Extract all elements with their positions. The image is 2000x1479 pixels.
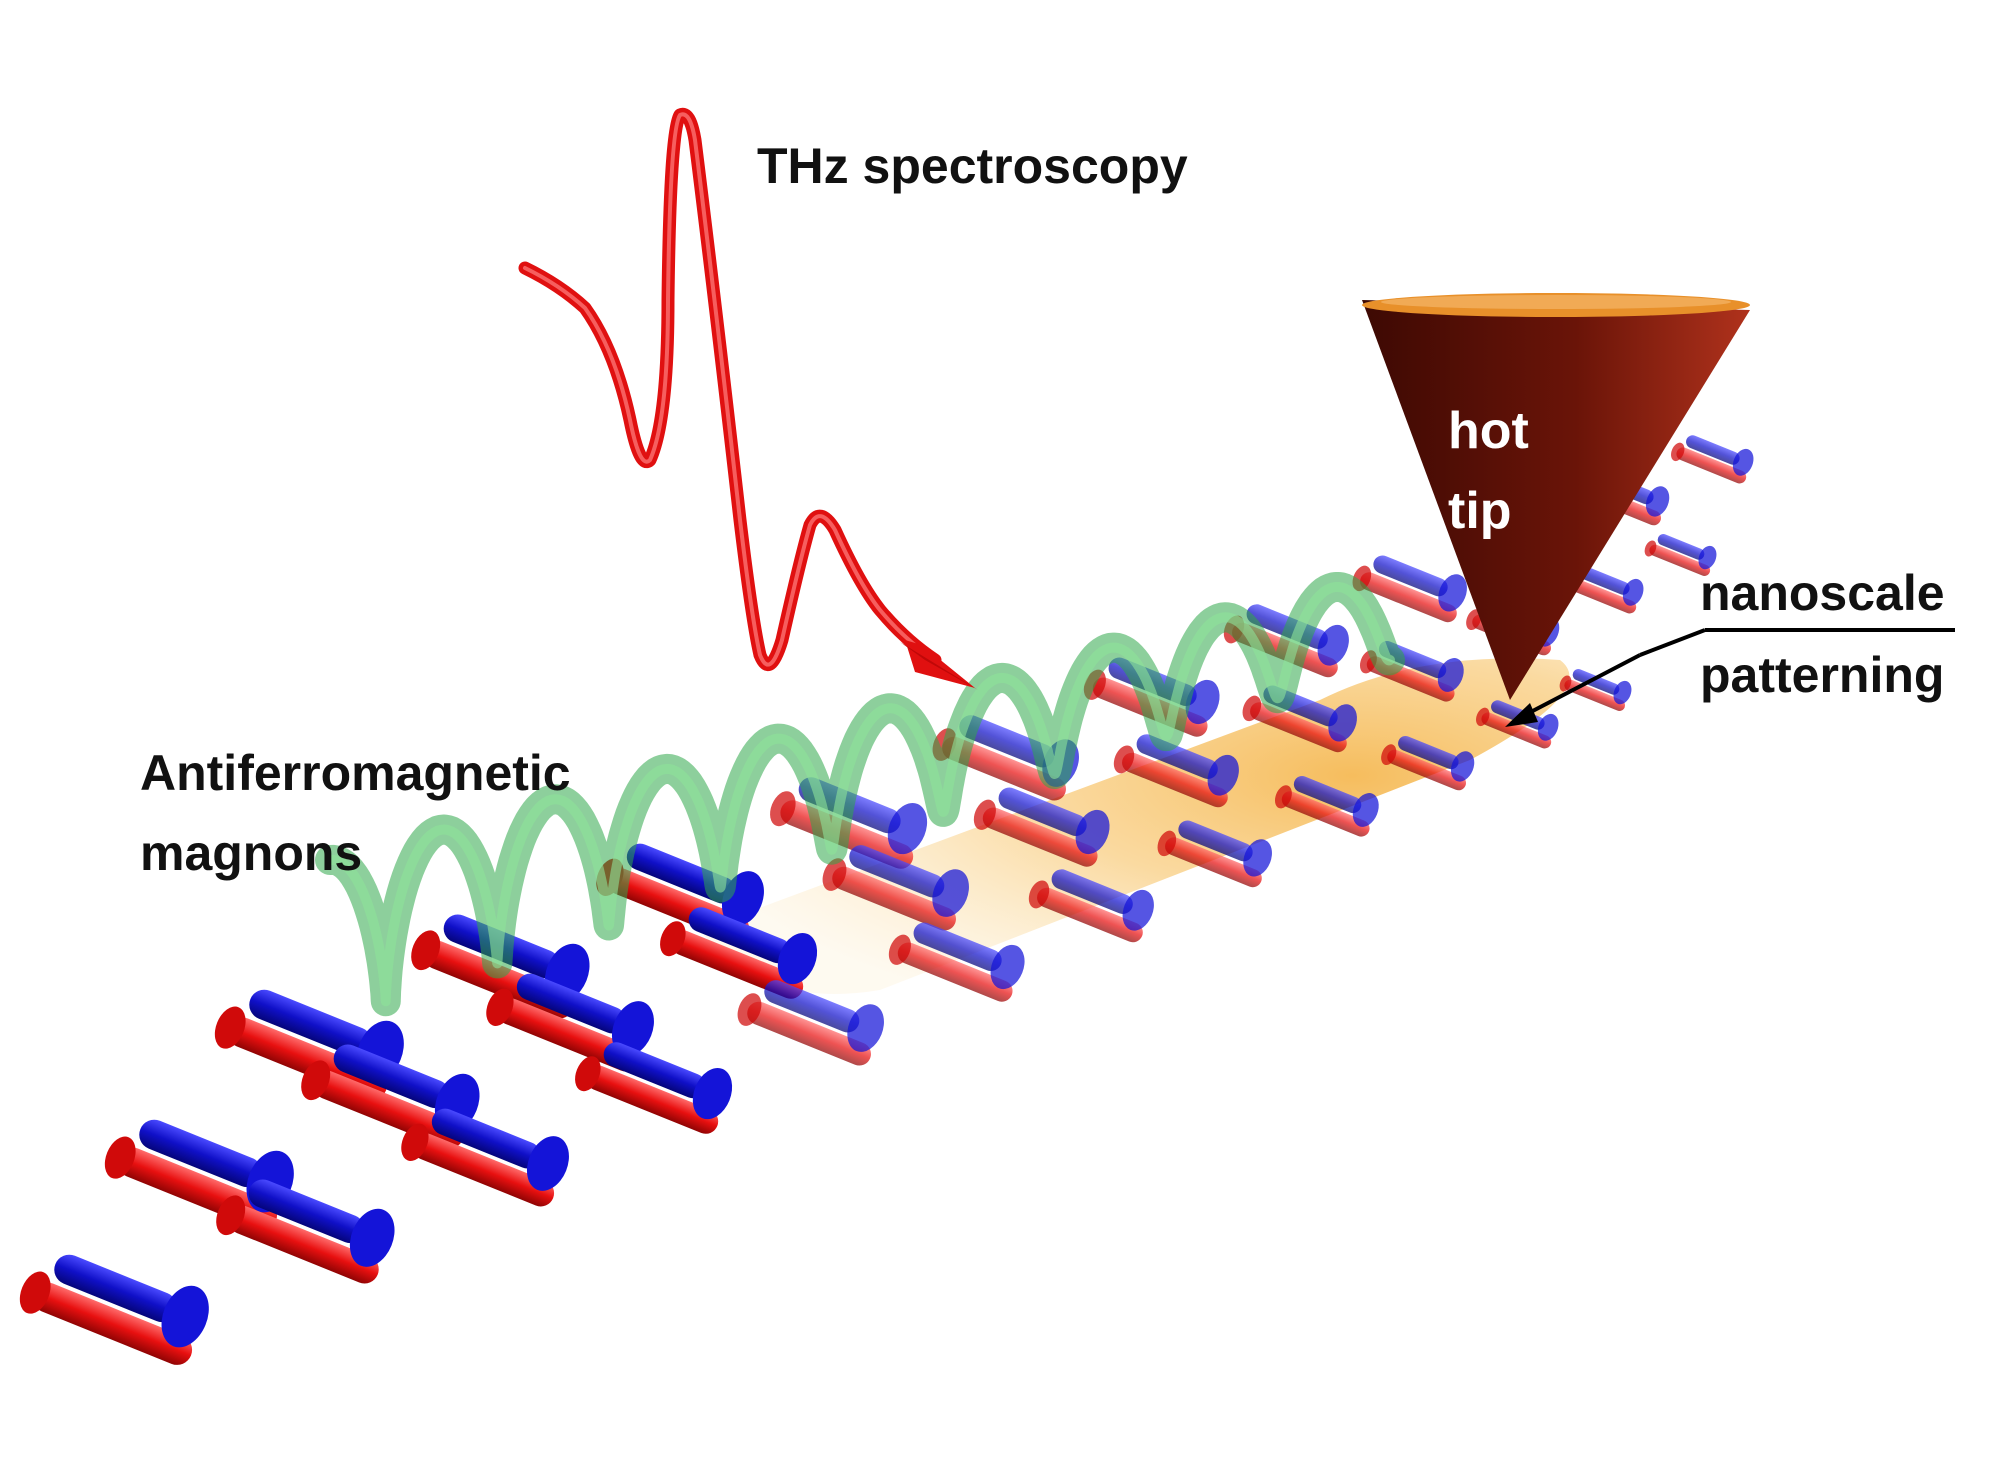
spin-pair-icon	[1644, 534, 1717, 576]
patterning-label-line1: nanoscale	[1700, 565, 1945, 621]
spin-pair-icon	[401, 1108, 569, 1207]
hot-tip-icon	[1362, 293, 1750, 700]
magnon-label-line2: magnons	[140, 825, 362, 881]
spin-pair-icon	[888, 922, 1025, 1002]
tip-label-hot: hot	[1448, 402, 1529, 460]
magnon-label-line1: Antiferromagnetic	[140, 745, 571, 801]
magnon-wave	[315, 572, 1405, 1017]
spin-pair-icon	[1381, 735, 1475, 791]
spin-pair-icon	[973, 787, 1110, 867]
spin-pair-icon	[737, 980, 884, 1066]
spin-pair-icon	[660, 907, 818, 999]
spin-pair-icon	[1559, 669, 1632, 711]
spin-pair-icon	[486, 973, 654, 1072]
thz-label: THz spectroscopy	[757, 138, 1188, 194]
spin-pair-icon	[822, 845, 969, 931]
spin-pair-icon	[1274, 776, 1379, 837]
spin-pair-icon	[1028, 869, 1154, 943]
patterning-label-line2: patterning	[1700, 647, 1944, 703]
spin-pair-icon	[216, 1179, 395, 1284]
thz-pulse-icon	[518, 107, 978, 690]
spin-pair-icon	[575, 1042, 733, 1134]
spin-pair-icon	[19, 1254, 209, 1365]
tip-label-tip: tip	[1448, 482, 1512, 540]
spin-pair-icon	[1671, 435, 1754, 484]
spin-pair-icon	[1157, 820, 1272, 888]
patterning-pointer	[1505, 628, 1955, 727]
